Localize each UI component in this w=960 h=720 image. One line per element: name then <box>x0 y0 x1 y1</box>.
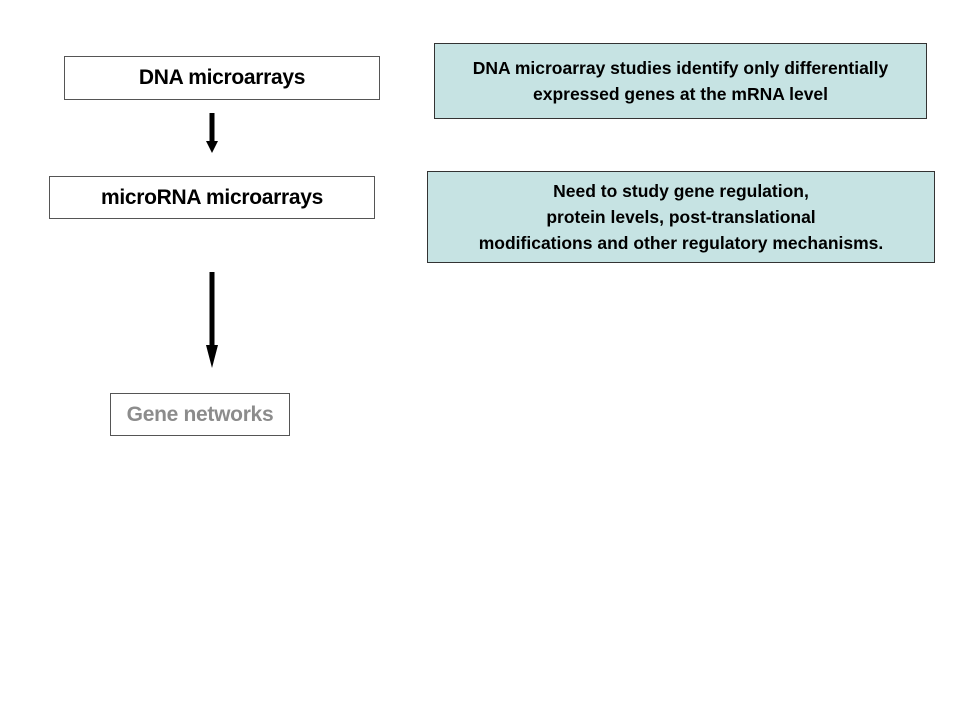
mrna-limitation-note: DNA microarray studies identify only dif… <box>434 43 927 119</box>
note-1-line-1: DNA microarray studies identify only dif… <box>472 58 889 78</box>
regulation-study-note: Need to study gene regulation, protein l… <box>427 171 935 263</box>
note-2-line-3: modifications and other regulatory mecha… <box>478 233 884 253</box>
arrow-microrna-to-gene-networks <box>206 272 218 368</box>
note-2-line-2: protein levels, post-translational <box>546 207 816 227</box>
gene-networks-box: Gene networks <box>110 393 290 436</box>
dna-microarrays-label: DNA microarrays <box>138 66 306 89</box>
note-1-line-2: expressed genes at the mRNA level <box>532 84 829 104</box>
note-2-line-1: Need to study gene regulation, <box>553 181 809 201</box>
microrna-microarrays-label: microRNA microarrays <box>101 185 323 209</box>
microrna-microarrays-box: microRNA microarrays <box>49 176 375 219</box>
gene-networks-label: Gene networks <box>126 402 274 426</box>
arrow-dna-to-microrna <box>206 113 218 153</box>
dna-microarrays-box: DNA microarrays <box>64 56 380 100</box>
